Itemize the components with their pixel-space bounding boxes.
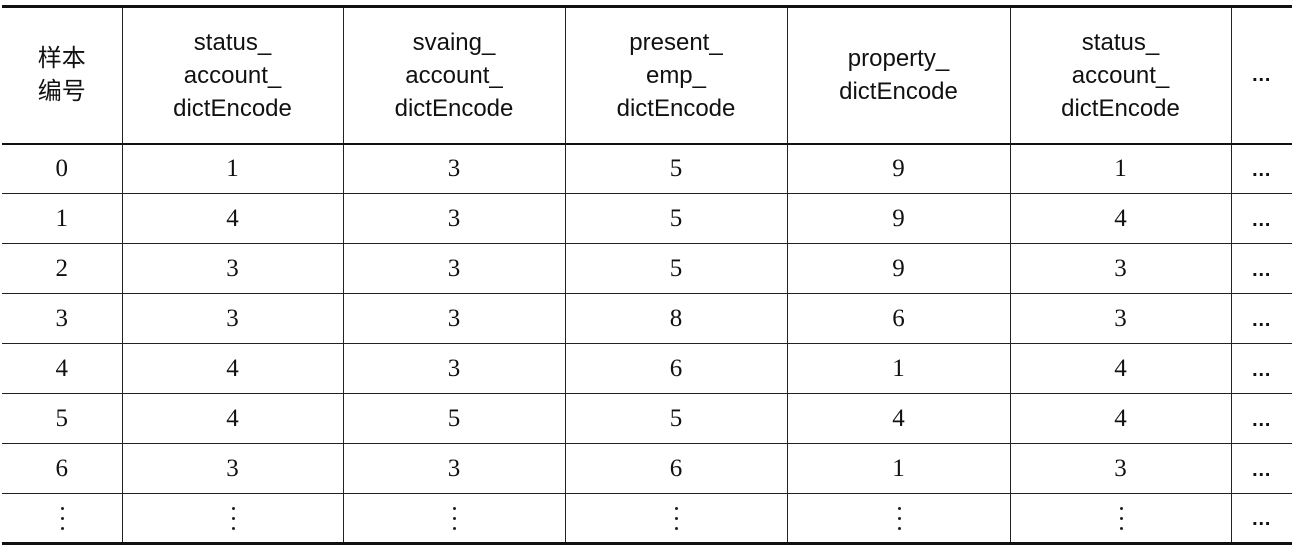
table-cell: 6 xyxy=(564,443,787,494)
table-cell: 9 xyxy=(786,193,1010,244)
vertical-ellipsis-icon xyxy=(673,506,679,532)
header-property-dictencode: property_ dictEncode xyxy=(786,6,1010,144)
header-svaing-account-dictencode: svaing_ account_ dictEncode xyxy=(342,6,565,144)
more-columns-cell: … xyxy=(1230,193,1292,244)
data-table-container: 样本 编号 status_ account_ dictEncode svaing… xyxy=(2,5,1292,545)
header-more-columns: … xyxy=(1230,6,1292,144)
more-columns-cell: … xyxy=(1230,443,1292,494)
table-cell xyxy=(342,493,565,544)
header-sample-id: 样本 编号 xyxy=(37,45,86,106)
vertical-ellipsis-icon xyxy=(896,506,902,532)
table-cell xyxy=(2,493,122,544)
table-cell: 3 xyxy=(1009,443,1231,494)
table-cell: 8 xyxy=(564,293,787,344)
table-cell: 3 xyxy=(342,243,565,294)
table-cell: 3 xyxy=(1009,293,1231,344)
table-cell: 3 xyxy=(342,143,565,194)
table-cell: 5 xyxy=(564,143,787,194)
table-cell: 2 xyxy=(2,243,122,294)
header-status-account-dictencode-2: status_ account_ dictEncode xyxy=(1009,6,1231,144)
table-cell: 6 xyxy=(564,343,787,394)
more-columns-cell: … xyxy=(1230,343,1292,394)
table-cell: 1 xyxy=(1009,143,1231,194)
table-cell: 3 xyxy=(121,443,343,494)
table-cell: 0 xyxy=(55,154,69,182)
table-row: … xyxy=(2,493,1292,544)
table-cell: 5 xyxy=(564,193,787,244)
header-present-emp-dictencode: present_ emp_ dictEncode xyxy=(564,6,787,144)
vertical-ellipsis-icon xyxy=(230,506,236,532)
table-cell: 3 xyxy=(342,343,565,394)
table-cell: 1 xyxy=(121,143,343,194)
header-status-account-dictencode: status_ account_ dictEncode xyxy=(121,6,343,144)
table-cell: 3 xyxy=(342,443,565,494)
table-cell: 3 xyxy=(1009,243,1231,294)
table-cell: 6 xyxy=(2,443,122,494)
table-cell: 4 xyxy=(2,343,122,394)
table-cell: 1 xyxy=(2,193,122,244)
data-table: 样本 编号 status_ account_ dictEncode svaing… xyxy=(2,5,1292,545)
table-cell: 4 xyxy=(1009,393,1231,444)
table-cell: 5 xyxy=(342,393,565,444)
table-cell xyxy=(121,493,343,544)
table-cell: 1 xyxy=(786,343,1010,394)
table-cell: 4 xyxy=(121,393,343,444)
table-cell: 9 xyxy=(786,243,1010,294)
vertical-ellipsis-icon xyxy=(1118,506,1124,532)
table-cell: 4 xyxy=(121,343,343,394)
table-cell: 1 xyxy=(786,443,1010,494)
table-cell: 3 xyxy=(342,293,565,344)
more-columns-cell: … xyxy=(1230,393,1292,444)
table-cell: 5 xyxy=(2,393,122,444)
header-row: 样本 编号 status_ account_ dictEncode svaing… xyxy=(2,6,1292,144)
vertical-ellipsis-icon xyxy=(59,506,65,532)
table-cell xyxy=(564,493,787,544)
vertical-ellipsis-icon xyxy=(451,506,457,532)
table-cell xyxy=(786,493,1010,544)
more-columns-cell: … xyxy=(1230,493,1292,544)
table-cell: 3 xyxy=(121,293,343,344)
table-cell: 4 xyxy=(121,193,343,244)
table-cell: 3 xyxy=(121,243,343,294)
table-cell: 4 xyxy=(1009,343,1231,394)
more-columns-cell: … xyxy=(1230,143,1292,194)
table-cell: 3 xyxy=(342,193,565,244)
more-columns-cell: … xyxy=(1230,243,1292,294)
table-cell xyxy=(1009,493,1231,544)
more-columns-cell: … xyxy=(1230,293,1292,344)
table-cell: 6 xyxy=(786,293,1010,344)
table-cell: 3 xyxy=(2,293,122,344)
table-cell: 5 xyxy=(564,393,787,444)
table-cell: 4 xyxy=(1009,193,1231,244)
table-cell: 4 xyxy=(786,393,1010,444)
table-cell: 5 xyxy=(564,243,787,294)
table-cell: 9 xyxy=(786,143,1010,194)
